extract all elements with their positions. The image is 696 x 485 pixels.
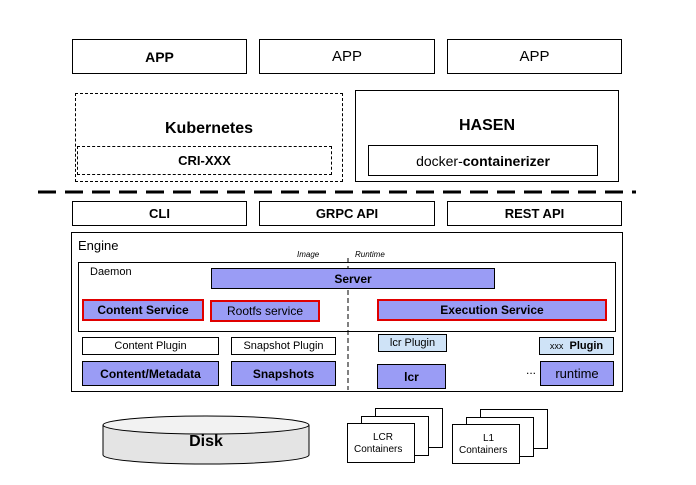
docker-containerizer-box: docker-containerizer — [368, 145, 598, 176]
engine-title: Engine — [78, 238, 119, 253]
lcr-container-layer-1 — [347, 423, 415, 463]
image-label: Image — [297, 250, 320, 259]
cli-box: CLI — [72, 201, 247, 226]
execution-service-label: Execution Service — [440, 303, 544, 317]
xxx-plugin-prefix: xxx — [549, 341, 564, 351]
l1-containers-line2: Containers — [459, 445, 508, 456]
app-label: APP — [145, 48, 174, 65]
rootfs-service-label: Rootfs service — [226, 304, 304, 318]
runtime-box: runtime — [540, 361, 614, 386]
rest-api-label: REST API — [504, 206, 565, 221]
snapshot-plugin-label: Snapshot Plugin — [243, 340, 324, 352]
cli-label: CLI — [149, 206, 170, 221]
content-service-box: Content Service — [82, 299, 204, 321]
containerizer-plain: docker- — [416, 152, 463, 169]
content-metadata-box: Content/Metadata — [82, 361, 219, 386]
content-service-label: Content Service — [97, 303, 189, 317]
xxx-plugin-box: xxx Plugin — [539, 337, 614, 355]
ellipsis: ... — [526, 363, 537, 377]
rest-api-box: REST API — [447, 201, 622, 226]
cri-label: CRI-XXX — [178, 153, 231, 168]
app-label: APP — [331, 48, 362, 65]
runtime-backend-label: runtime — [555, 366, 599, 381]
engine-box — [71, 232, 623, 392]
cri-box: CRI-XXX — [77, 146, 332, 175]
lcr-containers-line1: LCR — [373, 432, 394, 443]
content-plugin-label: Content Plugin — [114, 340, 187, 352]
snapshots-label: Snapshots — [252, 366, 315, 381]
snapshots-box: Snapshots — [231, 361, 336, 386]
lcr-plugin-label: lcr Plugin — [389, 337, 436, 349]
daemon-box — [78, 262, 616, 332]
daemon-label: Daemon — [90, 266, 132, 278]
app-box-3: APP — [447, 39, 622, 74]
rootfs-service-box: Rootfs service — [210, 300, 320, 322]
content-plugin-box: Content Plugin — [82, 337, 219, 355]
execution-service-box: Execution Service — [377, 299, 607, 321]
disk-label: Disk — [189, 433, 223, 450]
snapshot-plugin-box: Snapshot Plugin — [231, 337, 336, 355]
lcr-box: lcr — [377, 364, 446, 389]
app-box-1: APP — [72, 39, 247, 74]
l1-container-layer-1 — [452, 424, 520, 464]
server-box: Server — [211, 268, 495, 289]
app-box-2: APP — [259, 39, 435, 74]
content-metadata-label: Content/Metadata — [100, 366, 201, 381]
hasen-group — [355, 90, 619, 182]
lcr-plugin-box: lcr Plugin — [378, 334, 447, 352]
xxx-plugin-suffix: Plugin — [569, 340, 604, 352]
grpc-api-label: GRPC API — [315, 206, 379, 221]
kubernetes-group — [75, 93, 343, 182]
l1-containers-line1: L1 — [483, 433, 495, 444]
runtime-label: Runtime — [355, 250, 385, 259]
kubernetes-title: Kubernetes — [164, 120, 254, 137]
grpc-api-box: GRPC API — [259, 201, 435, 226]
server-label: Server — [334, 271, 372, 286]
lcr-containers-line2: Containers — [354, 444, 403, 455]
containerizer-bold: containerizer — [462, 152, 550, 169]
lcr-label: lcr — [404, 369, 419, 384]
app-label: APP — [519, 48, 550, 65]
hasen-title: HASEN — [458, 117, 515, 134]
